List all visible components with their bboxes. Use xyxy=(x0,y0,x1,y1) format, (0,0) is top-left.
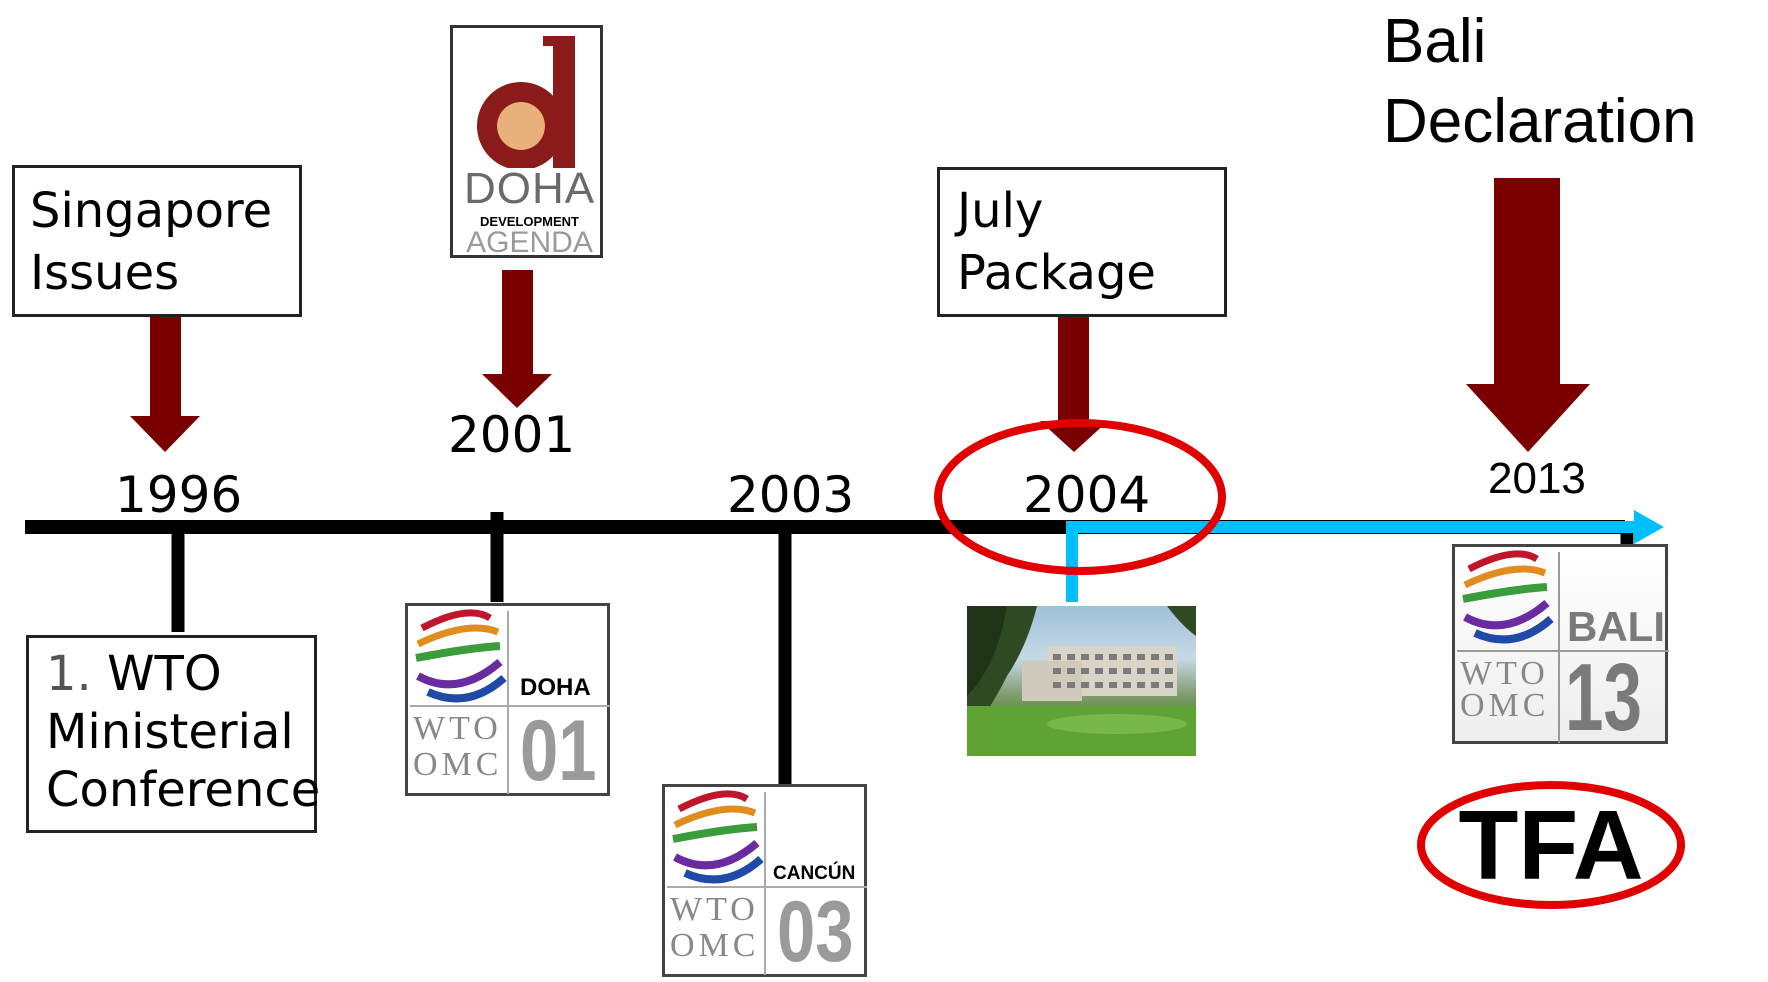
logo-omc: OMC xyxy=(1460,687,1550,724)
highlight-arrowhead xyxy=(1634,510,1664,544)
wto-building-photo xyxy=(967,606,1196,756)
wto-cancun-03-logo: CANCÚN WTO OMC 03 xyxy=(662,784,867,980)
wto-bali-13-logo: BALI WTO OMC 13 xyxy=(1452,544,1669,751)
logo-omc: OMC xyxy=(413,746,503,783)
logo-wto: WTO xyxy=(670,891,759,928)
logo-number-13: 13 xyxy=(1565,644,1642,751)
logo-number-01: 01 xyxy=(520,703,597,799)
logo-city-cancun: CANCÚN xyxy=(773,863,856,884)
highlight-path xyxy=(1066,521,1640,602)
logo-wto: WTO xyxy=(1460,655,1549,692)
arrow-doha xyxy=(482,270,552,408)
doha-development-agenda-logo: DOHA DEVELOPMENT AGENDA xyxy=(450,25,603,258)
tfa-label: TFA xyxy=(1458,790,1644,900)
logo-city-bali: BALI xyxy=(1567,603,1665,650)
bali-declaration-label: Bali Declaration xyxy=(1383,7,1697,156)
arrow-bali xyxy=(1466,178,1590,452)
doha-d-glyph xyxy=(453,28,600,168)
doha-agenda: AGENDA xyxy=(466,226,593,258)
wto-swirl-icon xyxy=(667,790,867,975)
doha-development: DEVELOPMENT xyxy=(480,214,579,229)
july-package-box xyxy=(937,167,1227,317)
first-conference-label: 1. WTO Ministerial Conference xyxy=(46,646,321,818)
logo-number-03: 03 xyxy=(777,884,854,980)
singapore-issues-box xyxy=(12,165,302,317)
first-conference-box xyxy=(26,635,317,833)
circle-2004 xyxy=(934,419,1226,575)
wto-swirl-icon xyxy=(410,609,610,794)
year-2013: 2013 xyxy=(1488,454,1586,503)
year-2003: 2003 xyxy=(727,466,855,524)
year-2004: 2004 xyxy=(1023,466,1151,524)
arrow-singapore xyxy=(130,316,200,452)
july-package-label: July Package xyxy=(957,183,1156,301)
doha-title: DOHA xyxy=(463,164,596,213)
logo-omc: OMC xyxy=(670,927,760,964)
logo-city-doha: DOHA xyxy=(520,674,591,701)
year-2001: 2001 xyxy=(448,406,576,464)
singapore-issues-label: Singapore Issues xyxy=(30,183,273,301)
circle-tfa xyxy=(1417,781,1685,909)
wto-swirl-icon xyxy=(1457,550,1669,743)
logo-wto: WTO xyxy=(413,710,502,747)
wto-doha-01-logo: DOHA WTO OMC 01 xyxy=(405,603,610,799)
year-1996: 1996 xyxy=(115,466,243,524)
arrow-july xyxy=(1040,317,1108,452)
